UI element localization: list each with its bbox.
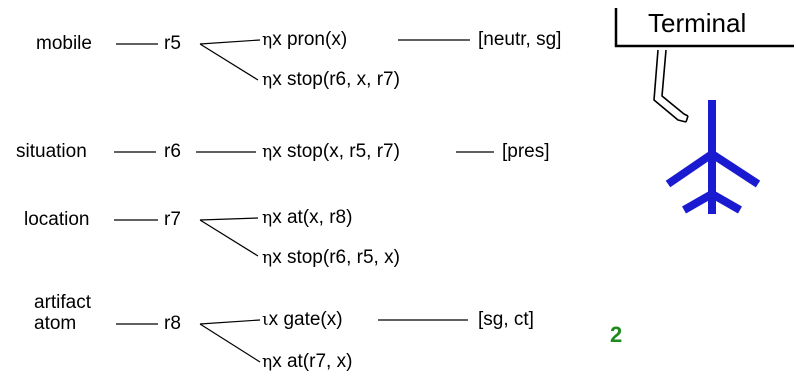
agent-figure-icon [665,100,761,214]
expression-text: x at(r7, x) [272,351,353,372]
concept-label: mobile [36,33,92,54]
branch-expression: ηx stop(x, r5, r7) [262,141,400,163]
connector-ref-branch-3b [199,219,259,257]
connector-ref-branch-1a [199,39,261,45]
binder-symbol: η [262,142,273,162]
concept-label: location [24,209,90,230]
feature-label: [sg, ct] [478,309,534,330]
binder-symbol: η [262,70,273,90]
terminal-label: Terminal [648,8,747,38]
ref-label: r7 [164,209,181,230]
ref-label: r6 [164,141,181,162]
expression-text: x gate(x) [268,309,343,330]
branch-expression: ηx at(r7, x) [262,351,352,373]
expression-text: x stop(r6, r5, x) [272,247,400,268]
branch-expression: ηx pron(x) [262,29,347,51]
connector-ref-branch-4a [199,319,261,325]
concept-line: atom [34,313,77,334]
concept-label: situation [16,141,87,162]
connector-ref-branch-3a [199,217,259,221]
branch-expression: ηx stop(r6, r5, x) [262,247,400,269]
binder-symbol: η [262,208,273,228]
ref-label: r5 [164,33,181,54]
binder-symbol: η [262,352,273,372]
terminal-cable-icon [653,49,689,123]
binder-symbol: η [262,248,273,268]
ref-label: r8 [164,313,181,334]
branch-expression: ιx gate(x) [262,309,343,331]
binder-symbol: ι [262,310,269,330]
concept-line: artifact [34,292,92,313]
binder-symbol: η [262,30,273,50]
feature-label: [neutr, sg] [478,29,562,50]
terminal-box [614,8,794,48]
expression-text: x stop(x, r5, r7) [272,141,400,162]
expression-text: x at(x, r8) [272,207,353,228]
concept-label: artifact atom [34,292,91,334]
expression-text: x stop(r6, x, r7) [272,69,400,90]
branch-expression: ηx at(x, r8) [262,207,352,229]
connector-ref-branch-1b [199,43,259,81]
connector-ref-branch-4b [199,323,261,363]
feature-label: [pres] [502,141,550,162]
page-number: 2 [610,322,623,347]
branch-expression: ηx stop(r6, x, r7) [262,69,400,91]
expression-text: x pron(x) [272,29,348,50]
